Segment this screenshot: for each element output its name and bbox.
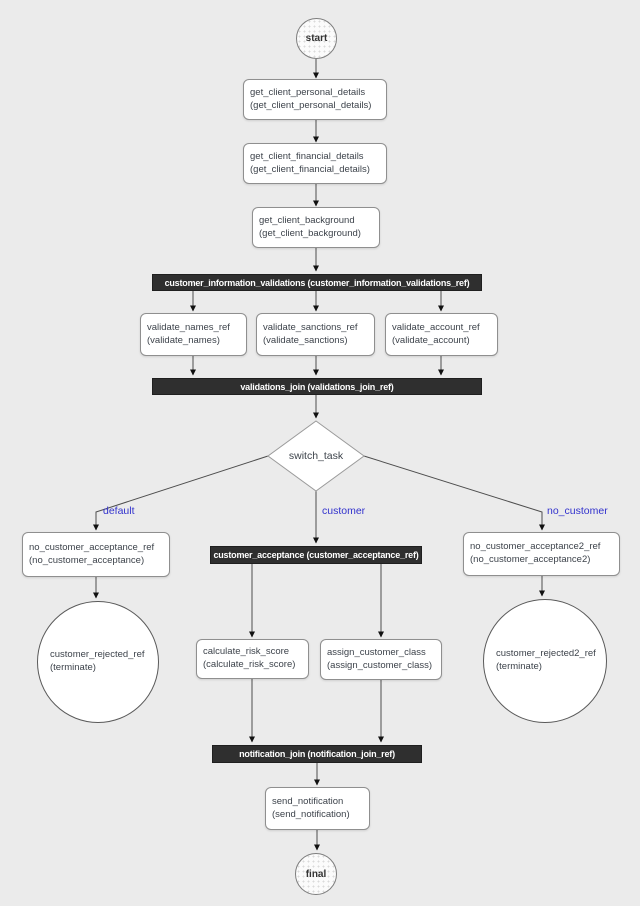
task-get-client-personal-details[interactable]: get_client_personal_details (get_client_… bbox=[243, 79, 387, 120]
task-sublabel: (calculate_risk_score) bbox=[203, 659, 296, 670]
node-final[interactable]: final bbox=[295, 853, 337, 895]
task-label: send_notification bbox=[272, 795, 344, 807]
task-sublabel: (get_client_background) bbox=[259, 227, 361, 239]
edge-label-no-customer: no_customer bbox=[547, 505, 608, 517]
task-no-customer-acceptance2[interactable]: no_customer_acceptance2_ref (no_customer… bbox=[463, 532, 620, 576]
edges bbox=[93, 59, 545, 851]
start-label: start bbox=[305, 33, 328, 44]
edge-label-default: default bbox=[103, 505, 135, 517]
join-bar-validations-join[interactable]: validations_join (validations_join_ref) bbox=[152, 378, 482, 395]
terminate-sublabel: (terminate) bbox=[50, 662, 96, 673]
task-sublabel: (no_customer_acceptance2) bbox=[470, 554, 591, 565]
task-label: validate_sanctions_ref bbox=[263, 321, 358, 333]
task-sublabel: (get_client_personal_details) bbox=[250, 99, 372, 111]
task-label: get_client_background bbox=[259, 214, 355, 226]
task-get-client-background[interactable]: get_client_background (get_client_backgr… bbox=[252, 207, 380, 248]
terminate-label: customer_rejected_ref bbox=[50, 649, 145, 661]
bar-label: validations_join (validations_join_ref) bbox=[240, 381, 394, 392]
terminate-label: customer_rejected2_ref bbox=[496, 648, 596, 660]
decision-label: switch_task bbox=[288, 450, 344, 462]
task-validate-account[interactable]: validate_account_ref (validate_account) bbox=[385, 313, 498, 356]
task-label: validate_account_ref bbox=[392, 321, 480, 333]
task-sublabel: (validate_sanctions) bbox=[263, 334, 348, 346]
task-label: calculate_risk_score bbox=[203, 646, 290, 658]
task-send-notification[interactable]: send_notification (send_notification) bbox=[265, 787, 370, 830]
join-bar-notification-join[interactable]: notification_join (notification_join_ref… bbox=[212, 745, 422, 763]
terminate-customer-rejected2[interactable]: customer_rejected2_ref (terminate) bbox=[483, 599, 607, 723]
terminate-sublabel: (terminate) bbox=[496, 661, 542, 672]
task-validate-sanctions[interactable]: validate_sanctions_ref (validate_sanctio… bbox=[256, 313, 375, 356]
edge-label-customer: customer bbox=[322, 505, 366, 517]
task-sublabel: (no_customer_acceptance) bbox=[29, 554, 145, 566]
task-sublabel: (validate_account) bbox=[392, 334, 470, 346]
decision-switch-task[interactable] bbox=[267, 420, 365, 492]
task-validate-names[interactable]: validate_names_ref (validate_names) bbox=[140, 313, 247, 356]
task-sublabel: (get_client_financial_details) bbox=[250, 163, 370, 175]
task-sublabel: (validate_names) bbox=[147, 334, 220, 346]
task-label: get_client_financial_details bbox=[250, 150, 364, 162]
task-label: validate_names_ref bbox=[147, 321, 230, 333]
task-sublabel: (assign_customer_class) bbox=[327, 659, 433, 671]
node-start[interactable]: start bbox=[296, 18, 337, 59]
bar-label: customer_acceptance (customer_acceptance… bbox=[213, 550, 419, 560]
task-label: no_customer_acceptance_ref bbox=[29, 541, 155, 553]
task-get-client-financial-details[interactable]: get_client_financial_details (get_client… bbox=[243, 143, 387, 184]
final-label: final bbox=[305, 868, 327, 880]
task-label: assign_customer_class bbox=[327, 646, 426, 658]
task-assign-customer-class[interactable]: assign_customer_class (assign_customer_c… bbox=[320, 639, 442, 680]
fork-bar-customer-acceptance[interactable]: customer_acceptance (customer_acceptance… bbox=[210, 546, 422, 564]
bar-label: customer_information_validations (custom… bbox=[164, 277, 470, 288]
task-calculate-risk-score[interactable]: calculate_risk_score (calculate_risk_sco… bbox=[196, 639, 309, 679]
fork-bar-customer-information-validations[interactable]: customer_information_validations (custom… bbox=[152, 274, 482, 291]
bar-label: notification_join (notification_join_ref… bbox=[239, 749, 395, 759]
task-sublabel: (send_notification) bbox=[272, 808, 350, 820]
task-label: no_customer_acceptance2_ref bbox=[470, 541, 601, 553]
task-no-customer-acceptance[interactable]: no_customer_acceptance_ref (no_customer_… bbox=[22, 532, 170, 577]
task-label: get_client_personal_details bbox=[250, 86, 366, 98]
terminate-customer-rejected[interactable]: customer_rejected_ref (terminate) bbox=[37, 601, 159, 723]
